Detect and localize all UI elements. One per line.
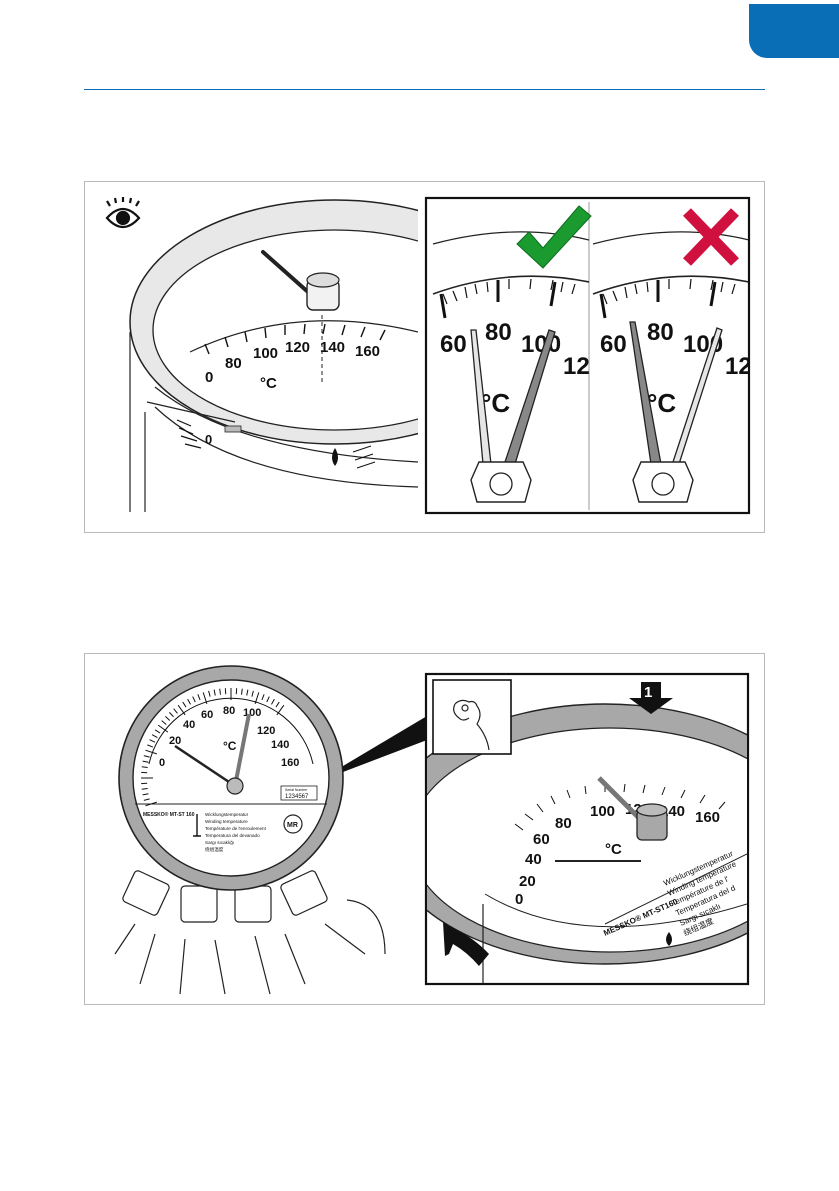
dial-tick (261, 694, 265, 701)
dial-label: 120 (257, 725, 275, 737)
serial-number: 1234567 (285, 794, 309, 800)
dial-label: 140 (271, 739, 289, 751)
dial-label: 0 (159, 757, 165, 769)
zoom-label: 80 (555, 815, 572, 832)
zoom-label: 20 (519, 873, 536, 890)
zoom-wrong-panel: 60 80 100 12 °C (592, 231, 752, 503)
logo-text: MR (287, 822, 298, 829)
zoom-gauge-panel: 0 20 40 60 80 100 120 140 160 °C MESSKO®… (427, 703, 747, 984)
zoom-correct-panel: 60 80 100 12 °C (432, 231, 590, 503)
nameplate-line: Wicklungstemperatur (205, 812, 249, 817)
dial-tick (149, 739, 156, 743)
dial-label: 0 (205, 369, 213, 386)
dial-tick (145, 801, 157, 807)
figure-reset-drag-pointer: 0 20 40 60 80 100 120 140 160 °C Serial … (84, 653, 765, 1005)
zoom-label: 12 (563, 353, 590, 380)
zoom-label: 100 (590, 803, 615, 820)
figure-drag-pointer-check: 0 80 100 120 140 160 °C 0 (84, 181, 765, 533)
unit-label: °C (260, 375, 277, 392)
unit-label: °C (605, 841, 622, 858)
rotate-arrow-icon (443, 922, 489, 966)
dial-tick (251, 690, 254, 697)
zoom-label: 80 (485, 319, 512, 346)
dial-tick (142, 793, 149, 796)
dial-label: 160 (355, 343, 380, 360)
dial-tick (266, 696, 270, 703)
dial-label: 100 (253, 345, 278, 362)
dial-tick (145, 749, 157, 755)
dial-tick (157, 724, 169, 733)
dial-tick (246, 689, 249, 696)
dial-tick (187, 698, 191, 705)
mr-logo (283, 814, 303, 834)
zoom-label: 0 (515, 891, 523, 908)
dial-label: 80 (223, 705, 235, 717)
figure-1-drawing: 0 80 100 120 140 160 °C 0 (105, 196, 752, 515)
gauge-front-view: 0 20 40 60 80 100 120 140 160 °C Serial … (114, 665, 427, 995)
nameplate-line: Winding temperature (205, 819, 248, 824)
zoom-label: 40 (525, 851, 542, 868)
dial-tick (142, 760, 149, 763)
dial-tick (147, 744, 154, 748)
dial-tick (213, 689, 216, 696)
cross-icon (683, 208, 739, 266)
arrow-down-icon (629, 682, 673, 714)
hand-icon (453, 699, 490, 751)
dial-tick (169, 712, 174, 718)
dial-tick (276, 704, 285, 716)
step-1-label: 1 (644, 684, 652, 701)
zoom-label: 12 (725, 353, 752, 380)
dial-tick (143, 798, 150, 801)
hand-icon-box (432, 679, 512, 755)
dial-tick (154, 729, 161, 734)
eye-icon (105, 197, 141, 229)
dial-label: 80 (225, 355, 242, 372)
dial-label: 160 (281, 757, 299, 769)
dial-tick (173, 708, 178, 714)
dial-tick (143, 755, 150, 758)
dial-tick (197, 694, 201, 701)
zoom-label: 60 (600, 331, 627, 358)
dial-tick (241, 688, 243, 695)
unit-label: °C (223, 739, 237, 753)
nameplate-line: Température de l'enroulement (205, 826, 267, 831)
dial-tick (141, 788, 148, 790)
header-rule (84, 89, 765, 90)
check-icon (516, 205, 592, 269)
dial-tick (271, 698, 275, 705)
dial-label: 60 (201, 709, 213, 721)
dial-tick (182, 701, 187, 708)
zoom-label: 60 (533, 831, 550, 848)
dial-tick (161, 720, 167, 725)
dial-label: 40 (183, 719, 195, 731)
dial-label: 120 (285, 339, 310, 356)
dial-label: 0 (205, 432, 212, 447)
serial-label: Serial Number (285, 788, 308, 792)
dial-label: 100 (243, 707, 261, 719)
zoom-label: 60 (440, 331, 467, 358)
dial-tick (208, 690, 211, 697)
dial-label: 20 (169, 735, 181, 747)
zoom-label: 80 (647, 319, 674, 346)
dial-tick (151, 734, 158, 738)
nameplate-line: Temperatura del devanado (205, 833, 260, 838)
nameplate-line: 绕组温度 (205, 846, 224, 853)
gauge-perspective: 0 80 100 120 140 160 °C 0 (129, 199, 418, 512)
page-number (749, 4, 839, 58)
dial-tick (254, 692, 260, 704)
dial-tick (192, 696, 196, 703)
dial-tick (275, 701, 280, 708)
dial-label: 140 (320, 339, 345, 356)
dial-tick (202, 692, 208, 704)
nameplate-line: Sargı sıcaklığı (205, 840, 234, 845)
dial-tick (219, 688, 221, 695)
zoom-label: 160 (695, 809, 720, 826)
model-name: MESSKO® MT-ST 160 (143, 811, 195, 818)
dial-tick (165, 716, 171, 721)
dial-tick (177, 704, 186, 716)
figure-2-drawing: 0 20 40 60 80 100 120 140 160 °C Serial … (114, 665, 750, 995)
dial-tick (141, 766, 148, 768)
step-2-label: 2 (455, 949, 463, 966)
